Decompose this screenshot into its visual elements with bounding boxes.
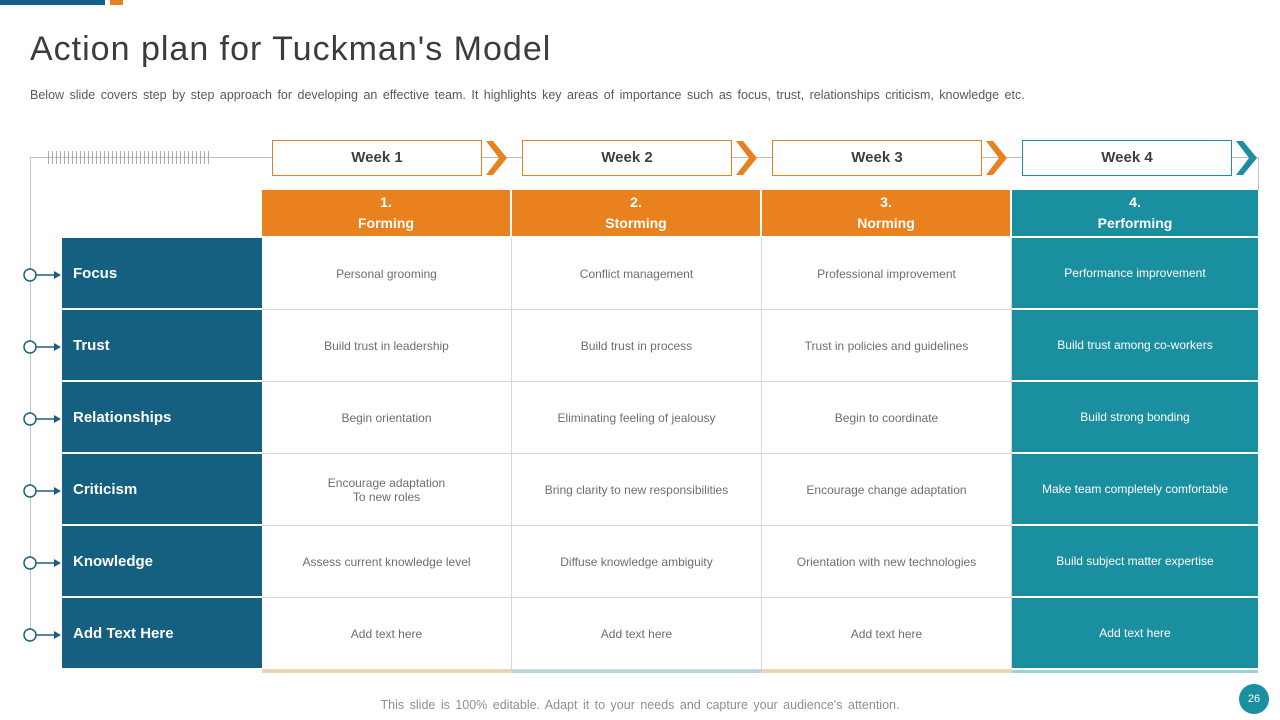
table-cell[interactable]: Personal grooming — [262, 238, 512, 310]
table-cell[interactable]: Performance improvement — [1012, 238, 1258, 310]
page-subtitle: Below slide covers step by step approach… — [30, 88, 1025, 102]
week-4-item: Week 4 — [1012, 140, 1258, 176]
table-cell[interactable]: Build trust among co-workers — [1012, 310, 1258, 382]
topbar-orange-accent — [110, 0, 123, 5]
table-cell[interactable]: Add text here — [1012, 598, 1258, 670]
table-cell[interactable]: Begin orientation — [262, 382, 512, 454]
row-label-add-text[interactable]: Add Text Here — [62, 598, 262, 670]
chevron-right-icon — [1236, 141, 1257, 175]
table-cell[interactable]: Build trust in process — [512, 310, 762, 382]
footer-note: This slide is 100% editable. Adapt it to… — [380, 698, 900, 712]
table-cell[interactable]: Diffuse knowledge ambiguity — [512, 526, 762, 598]
table-cell[interactable]: Assess current knowledge level — [262, 526, 512, 598]
week-3-box[interactable]: Week 3 — [772, 140, 982, 176]
stage-name: Storming — [605, 215, 667, 231]
table-cell[interactable]: Build trust in leadership — [262, 310, 512, 382]
table-cell[interactable]: Build strong bonding — [1012, 382, 1258, 454]
stage-number: 3. — [880, 194, 892, 210]
row-label-knowledge[interactable]: Knowledge — [62, 526, 262, 598]
topbar-blue-accent — [0, 0, 105, 5]
table-cell[interactable]: Encourage adaptation To new roles — [262, 454, 512, 526]
stage-name: Forming — [358, 215, 414, 231]
table-cell[interactable]: Orientation with new technologies — [762, 526, 1012, 598]
stage-header-storming[interactable]: 2. Storming — [512, 190, 762, 238]
table-cell[interactable]: Add text here — [262, 598, 512, 670]
row-label-relationships[interactable]: Relationships — [62, 382, 262, 454]
chevron-right-icon — [486, 141, 507, 175]
column-accent-strip — [262, 670, 512, 673]
circle-arrow-icon — [23, 628, 61, 642]
left-connector-line — [30, 157, 31, 636]
table-corner-spacer — [62, 190, 262, 238]
circle-arrow-icon — [23, 268, 61, 282]
table-cell[interactable]: Begin to coordinate — [762, 382, 1012, 454]
page-number-badge: 26 — [1239, 684, 1269, 714]
week-1-box[interactable]: Week 1 — [272, 140, 482, 176]
table-cell[interactable]: Add text here — [762, 598, 1012, 670]
stage-header-norming[interactable]: 3. Norming — [762, 190, 1012, 238]
stage-number: 1. — [380, 194, 392, 210]
stage-header-performing[interactable]: 4. Performing — [1012, 190, 1258, 238]
table-cell[interactable]: Make team completely comfortable — [1012, 454, 1258, 526]
column-accent-strip — [762, 670, 1012, 673]
row-label-focus[interactable]: Focus — [62, 238, 262, 310]
week-1-item: Week 1 — [262, 140, 512, 176]
table-cell[interactable]: Add text here — [512, 598, 762, 670]
timeline-tick-pattern — [48, 151, 211, 164]
stage-number: 2. — [630, 194, 642, 210]
action-plan-table: 1. Forming 2. Storming 3. Norming 4. Per… — [62, 190, 1258, 670]
week-2-item: Week 2 — [512, 140, 762, 176]
table-cell[interactable]: Trust in policies and guidelines — [762, 310, 1012, 382]
circle-arrow-icon — [23, 412, 61, 426]
circle-arrow-icon — [23, 556, 61, 570]
column-accent-strip — [1012, 670, 1258, 673]
row-label-trust[interactable]: Trust — [62, 310, 262, 382]
circle-arrow-icon — [23, 484, 61, 498]
table-cell[interactable]: Encourage change adaptation — [762, 454, 1012, 526]
table-cell[interactable]: Conflict management — [512, 238, 762, 310]
chevron-right-icon — [986, 141, 1007, 175]
circle-arrow-icon — [23, 340, 61, 354]
table-cell[interactable]: Bring clarity to new responsibilities — [512, 454, 762, 526]
stage-header-forming[interactable]: 1. Forming — [262, 190, 512, 238]
table-cell[interactable]: Eliminating feeling of jealousy — [512, 382, 762, 454]
week-4-box[interactable]: Week 4 — [1022, 140, 1232, 176]
stage-name: Performing — [1097, 215, 1173, 231]
table-cell[interactable]: Build subject matter expertise — [1012, 526, 1258, 598]
column-accent-strip — [512, 670, 762, 673]
row-label-criticism[interactable]: Criticism — [62, 454, 262, 526]
week-3-item: Week 3 — [762, 140, 1012, 176]
chevron-right-icon — [736, 141, 757, 175]
right-connector-line — [1258, 157, 1259, 190]
page-title: Action plan for Tuckman's Model — [30, 30, 552, 68]
table-cell[interactable]: Professional improvement — [762, 238, 1012, 310]
stage-name: Norming — [857, 215, 915, 231]
week-2-box[interactable]: Week 2 — [522, 140, 732, 176]
stage-number: 4. — [1129, 194, 1141, 210]
